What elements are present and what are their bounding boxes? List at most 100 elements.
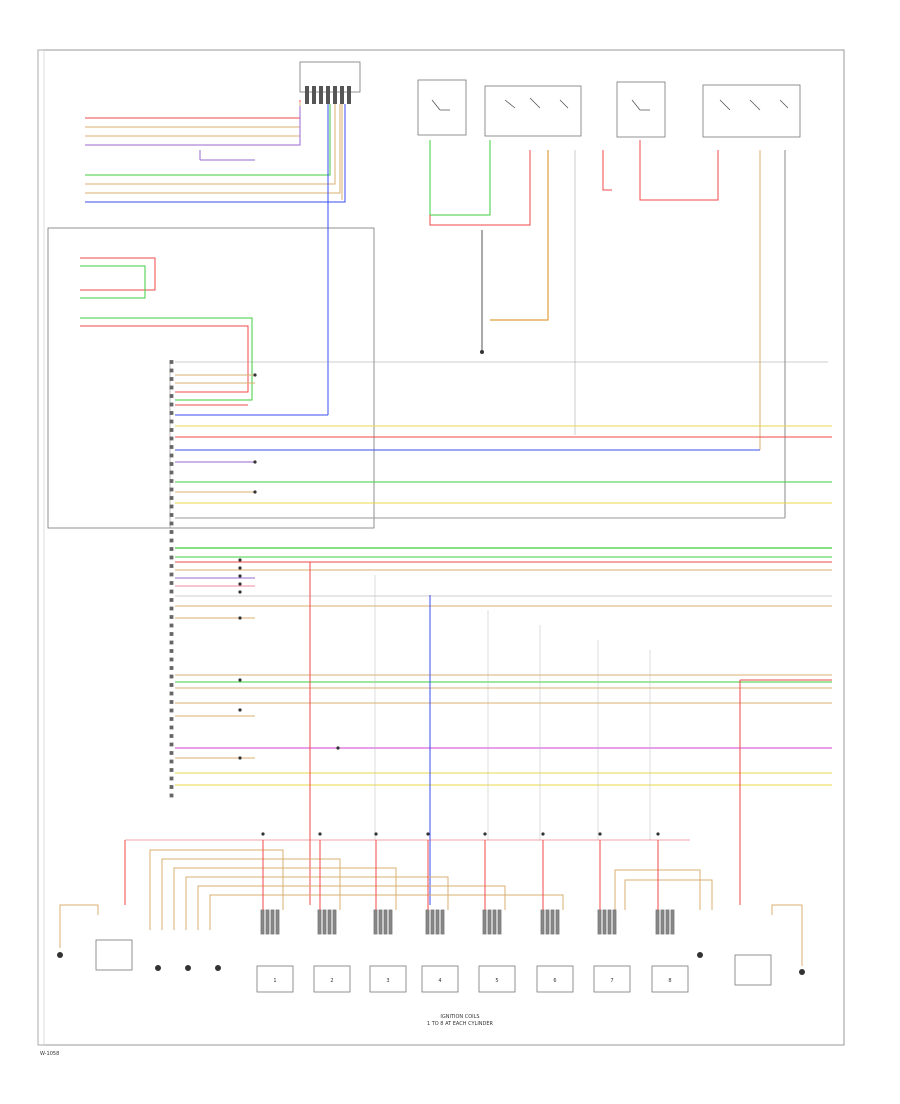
coil-pin — [275, 909, 280, 935]
coil-pin — [602, 909, 607, 935]
ecm-pin — [169, 538, 174, 543]
ecm-pin — [169, 768, 174, 772]
ground-symbol — [697, 952, 703, 958]
ecm-pin — [169, 623, 174, 628]
coil-pin — [430, 909, 435, 935]
coil-pin — [388, 909, 393, 935]
relay-wire — [429, 150, 531, 226]
ignition-coil-3: 3 — [369, 832, 407, 993]
coil-body — [421, 965, 459, 993]
ecm-pin — [169, 674, 174, 679]
coil-pin — [383, 909, 388, 935]
harness-wire — [85, 102, 301, 128]
coil-pin — [327, 909, 332, 935]
ecm-pin — [169, 759, 174, 764]
relay-box-4 — [702, 84, 801, 138]
splice-dot — [336, 746, 340, 750]
ecm-pin — [169, 368, 174, 373]
bottom-label-line-1: IGNITION COILS — [440, 1014, 479, 1020]
relay-wire — [602, 150, 612, 191]
coil-pin — [270, 909, 275, 935]
ecm-pin — [169, 360, 174, 364]
top-connector-pins — [305, 86, 351, 104]
splice-dot — [238, 678, 242, 682]
ecm-pin — [169, 683, 174, 687]
ignition-coil-5: 5 — [478, 832, 516, 993]
coil-pin — [487, 909, 492, 935]
splice-dot — [238, 708, 242, 712]
harness-wire — [85, 100, 301, 119]
coil-number-3: 3 — [386, 978, 389, 984]
coil-number-7: 7 — [610, 978, 613, 984]
ignition-coil-8: 8 — [651, 832, 689, 993]
coil-signal-wire — [624, 879, 713, 910]
coil-signal-wire — [209, 894, 564, 930]
ecm-pin — [169, 428, 174, 432]
splice-dot — [598, 832, 602, 836]
coil-pin — [655, 909, 660, 935]
ecm-pin — [169, 470, 174, 475]
coil-pin — [670, 909, 675, 935]
relay-box-3 — [616, 81, 666, 138]
coil-pin — [555, 909, 560, 935]
ecm-wire — [80, 325, 249, 393]
ecm-pin — [169, 666, 174, 670]
ecm-pin — [169, 479, 174, 483]
ecm-pin — [169, 564, 174, 568]
harness-wire — [85, 104, 346, 203]
splice-dot — [238, 590, 242, 594]
ecm-pin — [169, 445, 174, 449]
ecm-box — [47, 227, 375, 529]
ignition-coil-2: 2 — [313, 832, 351, 993]
coil-pin — [265, 909, 270, 935]
ecm-pin — [169, 385, 174, 390]
ecm-pin — [169, 572, 174, 577]
splice-dot — [541, 832, 545, 836]
ecm-pin — [169, 649, 174, 653]
harness-wire — [85, 104, 341, 194]
ecm-pin — [169, 555, 174, 560]
splice-dot — [426, 832, 430, 836]
ecm-pin — [169, 751, 174, 755]
ecm-pin — [169, 598, 174, 602]
ignition-coil-6: 6 — [536, 832, 574, 993]
coil-pin — [260, 909, 265, 935]
ecm-pin — [169, 436, 174, 441]
ecm-pin — [169, 776, 174, 781]
splice-dot — [238, 566, 242, 570]
ecm-pin — [169, 708, 174, 713]
condenser-wire — [59, 904, 99, 948]
splice-dot — [238, 558, 242, 562]
coil-signal-wire — [197, 885, 506, 930]
coil-pin — [597, 909, 602, 935]
ignition-coil-1: 1 — [256, 832, 294, 993]
ecm-pin — [169, 377, 174, 381]
ecm-pin — [169, 606, 174, 611]
harness-wire — [85, 104, 336, 185]
coil-body — [478, 965, 516, 993]
harness-wire — [85, 106, 301, 146]
coil-pin — [378, 909, 383, 935]
coil-signal-wire — [173, 867, 397, 930]
ecm-pin — [169, 411, 174, 415]
harness-wire — [85, 104, 301, 137]
ecm-pin — [169, 589, 174, 594]
coil-pin — [612, 909, 617, 935]
ecm-wire — [80, 257, 156, 291]
coil-number-8: 8 — [668, 978, 671, 984]
splice-dot — [656, 832, 660, 836]
coil-pin — [540, 909, 545, 935]
coil-pin — [550, 909, 555, 935]
ground-symbol — [57, 952, 63, 958]
coil-body — [256, 965, 294, 993]
harness-wire — [85, 104, 331, 176]
relay-switch-glyphs — [431, 97, 789, 111]
ecm-pin — [169, 700, 174, 704]
relay-wire — [490, 150, 549, 321]
ecm-pin — [169, 513, 174, 517]
splice-dot — [253, 460, 257, 464]
ecm-pin — [169, 504, 174, 509]
ecm-pin — [169, 496, 174, 500]
